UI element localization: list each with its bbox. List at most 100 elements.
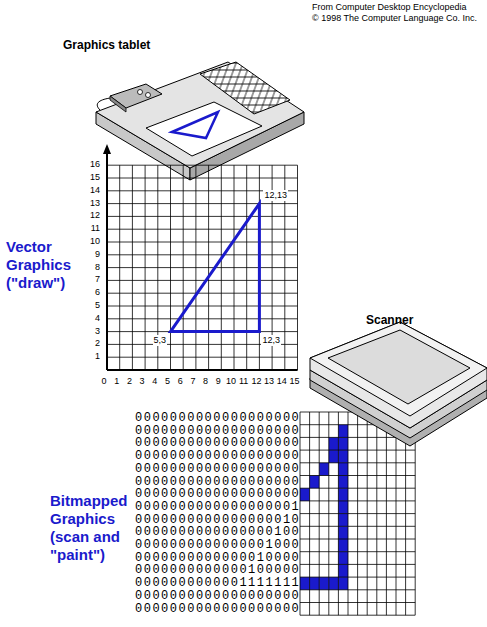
bitmap-pixel: [338, 526, 348, 539]
axis-number: 3: [80, 326, 100, 336]
grid-line: [107, 306, 298, 307]
bitmap-pixel: [300, 488, 310, 501]
grid-line: [107, 242, 298, 243]
axis-number: 4: [80, 313, 100, 323]
source-note: From Computer Desktop Encyclopedia: [312, 2, 467, 12]
vector-triangle: [171, 204, 260, 332]
scanner: [310, 322, 487, 446]
axis-number: 4: [148, 376, 162, 386]
grid-line: [300, 539, 415, 540]
grid-line: [107, 280, 298, 281]
bitmap-row: 0000000000000000100: [135, 526, 300, 539]
axis-number: 13: [262, 376, 276, 386]
point-label: 12,13: [263, 190, 288, 201]
axis-number: 14: [275, 376, 289, 386]
point-label: 12,3: [261, 335, 281, 346]
bitmap-pixel: [329, 437, 339, 450]
device-label: Graphics tablet: [63, 38, 150, 52]
bitmap-pixel: [338, 488, 348, 501]
axis-number: 15: [80, 172, 100, 182]
axis-number: 2: [80, 338, 100, 348]
point-label: 5,3: [153, 335, 168, 346]
bitmap-pixel: [338, 501, 348, 514]
grid-line: [300, 551, 415, 552]
bitmap-pixel: [329, 450, 339, 463]
grid-line: [300, 500, 415, 501]
bitmap-pixel: [338, 514, 348, 527]
bitmap-row: 0000000000000000000: [135, 603, 300, 616]
bitmap-row: 0000000000000000000: [135, 590, 300, 603]
bitmap-row: 0000000000000000000: [135, 425, 300, 438]
axis-number: 11: [237, 376, 251, 386]
axis-number: 12: [249, 376, 263, 386]
bitmap-pixel: [338, 437, 348, 450]
copyright-note: © 1998 The Computer Language Co. Inc.: [312, 13, 477, 23]
axis-number: 1: [80, 351, 100, 361]
axis-number: 0: [97, 376, 111, 386]
axis-number: 12: [80, 210, 100, 220]
axis-number: 5: [80, 300, 100, 310]
bitmap-pixel: [338, 577, 348, 590]
grid-line: [107, 178, 298, 179]
bitmap-pixel: [338, 476, 348, 489]
grid-line: [107, 254, 298, 255]
axis-number: 11: [80, 223, 100, 233]
grid-line: [107, 318, 298, 319]
axis-number: 10: [224, 376, 238, 386]
bitmap-pixel: [310, 476, 320, 489]
grid-line: [107, 216, 298, 217]
bitmap-pixel: [338, 450, 348, 463]
grid-line: [300, 602, 415, 603]
axis-number: 13: [80, 198, 100, 208]
axis-arrowhead: [103, 144, 111, 154]
axis-number: 9: [211, 376, 225, 386]
grid-line: [300, 526, 415, 527]
grid-line: [107, 293, 298, 294]
bitmap-pixel: [338, 425, 348, 438]
grid-line: [107, 370, 298, 371]
bitmap-row: 0000000000000100000: [135, 564, 300, 577]
bitmap-row: 0000000000000000000: [135, 437, 300, 450]
grid-line: [106, 150, 108, 370]
axis-number: 8: [80, 262, 100, 272]
bitmap-row: 0000000000000001000: [135, 539, 300, 552]
bitmap-row: 0000000000000000001: [135, 501, 300, 514]
bitmap-row: 0000000000000000000: [135, 476, 300, 489]
grid-line: [300, 513, 415, 514]
axis-number: 8: [199, 376, 213, 386]
grid-line: [300, 589, 415, 590]
axis-number: 2: [122, 376, 136, 386]
graphics-tablet: [96, 62, 304, 180]
grid-line: [300, 462, 415, 463]
grid-line: [107, 267, 298, 268]
bitmap-row: 0000000000000000010: [135, 514, 300, 527]
grid-line: [300, 615, 415, 616]
device-label: Scanner: [366, 313, 413, 327]
bitmap-row: 0000000000001111111: [135, 577, 300, 590]
bitmap-row: 0000000000000010000: [135, 552, 300, 565]
bitmap-pixel: [338, 539, 348, 552]
bitmap-pixel: [338, 564, 348, 577]
axis-number: 10: [80, 236, 100, 246]
grid-line: [300, 564, 415, 565]
axis-number: 9: [80, 249, 100, 259]
bitmap-pixel: [329, 577, 339, 590]
grid-line: [107, 165, 298, 166]
axis-number: 7: [80, 274, 100, 284]
axis-number: 14: [80, 185, 100, 195]
section-title: Vector Graphics ("draw"): [6, 238, 98, 292]
bitmap-pixel: [319, 463, 329, 476]
vector-grid: [103, 144, 298, 370]
axis-number: 6: [173, 376, 187, 386]
grid-line: [107, 203, 298, 204]
bitmap-pixel: [338, 463, 348, 476]
bitmap-pixel: [310, 577, 320, 590]
grid-line: [300, 577, 415, 578]
grid-line: [300, 488, 415, 489]
axis-number: 5: [161, 376, 175, 386]
bitmap-row: 0000000000000000000: [135, 412, 300, 425]
axis-number: 6: [80, 287, 100, 297]
section-title: Bitmapped Graphics (scan and "paint"): [50, 492, 136, 564]
grid-line: [107, 369, 298, 371]
bitmap-pixel: [338, 552, 348, 565]
